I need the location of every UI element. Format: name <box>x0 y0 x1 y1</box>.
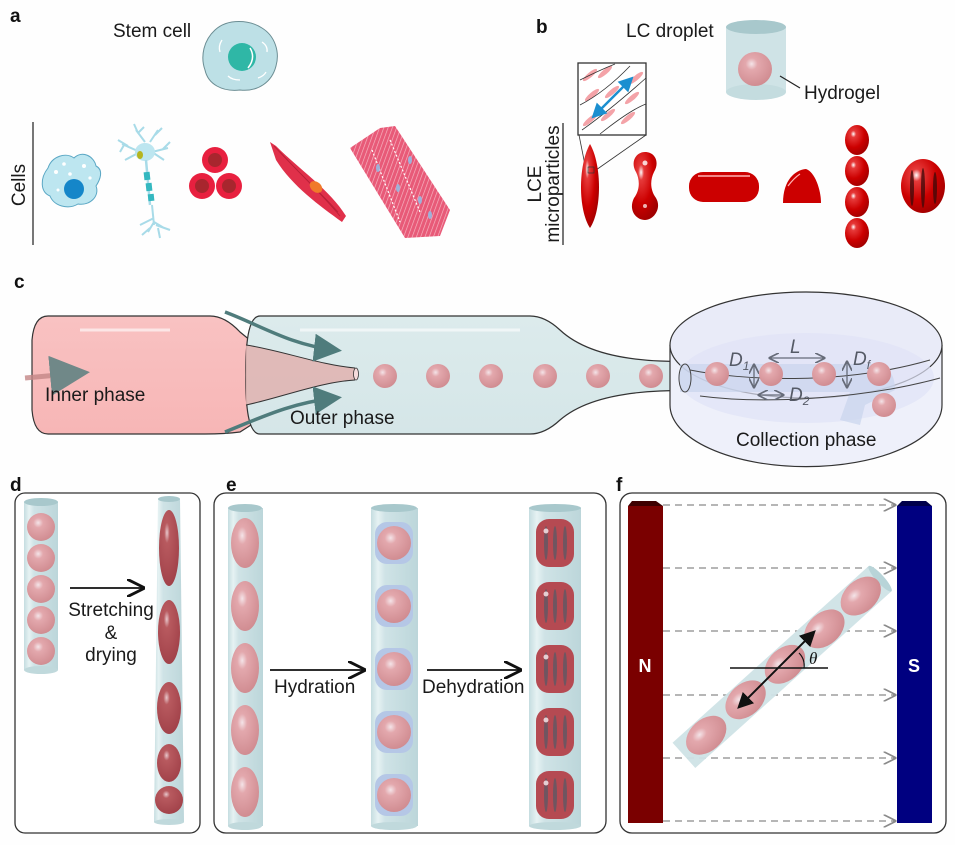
striped-particle <box>536 582 574 630</box>
lc-droplet-label: LC droplet <box>626 21 714 42</box>
panel-a: a Stem cell Cells <box>9 6 450 245</box>
north-magnet: N <box>628 501 663 823</box>
stem-cell-icon <box>202 21 278 91</box>
striped-particle <box>536 771 574 819</box>
lce-row-label-line1: LCE <box>525 166 546 203</box>
collection-phase-label: Collection phase <box>736 430 876 451</box>
stretching-label-line1: Stretching <box>68 600 154 621</box>
lce-dumbbell-particle <box>631 152 659 220</box>
orientation-arrow <box>737 630 816 709</box>
lce-rod-particle <box>689 172 759 202</box>
panel-b: b LC droplet Hydrogel <box>525 17 945 248</box>
channel-droplets <box>373 364 663 388</box>
angle-arc <box>798 652 805 669</box>
south-magnet: S <box>897 501 932 823</box>
hydrogel-label: Hydrogel <box>804 83 880 104</box>
panel-label-e: e <box>226 475 237 496</box>
red-blood-cells-icon <box>189 147 242 199</box>
tube-initial <box>228 504 263 830</box>
hydration-label: Hydration <box>274 677 355 698</box>
striped-particle <box>536 708 574 756</box>
panel-d: d Stretching & drying <box>10 475 201 834</box>
dimension-annotations: D1 L Df D2 <box>729 337 872 408</box>
macrophage-cell-icon <box>41 153 102 208</box>
lce-striped-ellipsoid-particle <box>901 159 945 213</box>
lc-alignment-inset <box>577 62 647 181</box>
d1-label: D1 <box>729 350 749 373</box>
collection-droplets <box>705 362 896 417</box>
inner-phase-arrow <box>24 355 90 396</box>
cardiomyocytes-icon <box>350 126 450 238</box>
stretching-label-line2: & <box>105 623 118 644</box>
lce-row-label-line2: microparticles <box>543 125 564 242</box>
tube-before-stretching <box>24 498 58 674</box>
tube-hydrated <box>371 504 418 830</box>
striped-particle <box>536 519 574 567</box>
stem-cell-label: Stem cell <box>113 21 191 42</box>
striped-particle <box>536 645 574 693</box>
north-label: N <box>639 656 652 676</box>
lce-chain-particle <box>845 125 869 248</box>
dehydration-label: Dehydration <box>422 677 524 698</box>
panel-f: f N S θ <box>616 475 947 834</box>
cells-row-label: Cells <box>9 164 30 206</box>
smooth-muscle-cell-icon <box>270 142 346 222</box>
panel-label-f: f <box>616 475 623 496</box>
hydrogel-cylinder-icon <box>726 20 786 100</box>
l-label: L <box>790 337 801 358</box>
panel-label-b: b <box>536 17 548 38</box>
df-label: Df <box>853 349 872 372</box>
inner-phase-label: Inner phase <box>45 385 145 406</box>
stretching-label-line3: drying <box>85 645 137 666</box>
outer-phase-arrow-top <box>224 310 342 362</box>
panel-d-frame <box>14 492 201 834</box>
angle-theta-label: θ <box>809 649 817 668</box>
panel-label-d: d <box>10 475 22 496</box>
lce-spindle-particle <box>581 144 599 228</box>
panel-label-a: a <box>10 6 21 27</box>
dehydrated-striped-particles <box>536 519 574 819</box>
outer-capillary <box>245 315 691 435</box>
lce-cap-particle <box>783 169 821 203</box>
tube-after-stretching <box>154 496 184 825</box>
inner-capillary <box>31 315 263 435</box>
outer-phase-arrow-bottom <box>224 386 342 434</box>
panel-label-c: c <box>14 272 25 293</box>
neuron-icon <box>117 123 171 239</box>
panel-c: c Inner phase Outer phase <box>14 272 943 468</box>
south-label: S <box>908 656 920 676</box>
d2-label: D2 <box>789 385 810 408</box>
hydrogel-pointer-line <box>779 75 801 89</box>
panel-e: e Hydration <box>213 475 607 834</box>
outer-phase-label: Outer phase <box>290 408 395 429</box>
